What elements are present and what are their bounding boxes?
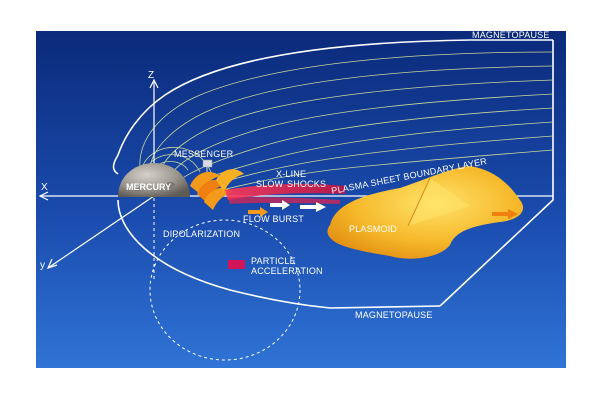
- z-arrow-head: [149, 78, 159, 89]
- field-lines: [139, 51, 554, 191]
- tail-flow-arrow: [300, 202, 326, 212]
- shocks-label: SHOCKS: [287, 179, 326, 189]
- mercury-crater: [134, 186, 142, 192]
- plasma-sheet-band: [225, 183, 345, 200]
- plasmoid-escape-arrow: [492, 209, 518, 219]
- mercury-crater: [165, 182, 175, 188]
- dipolarization-label: DIPOLARIZATION: [163, 229, 240, 239]
- flow-burst-arrow: [248, 207, 268, 217]
- messenger-label: MESSENGER: [174, 149, 234, 159]
- plasmoid-label: PLASMOID: [349, 224, 397, 234]
- x-axis-label: X: [41, 182, 48, 193]
- plasmoid-edge: [407, 177, 431, 227]
- plasma-sheet-lower-band: [228, 197, 340, 204]
- particle-acceleration-label-line1: PARTICLE: [251, 256, 296, 266]
- plasmoid-fold: [408, 178, 470, 226]
- x-arrow-head: [38, 191, 49, 201]
- y-axis-line: [47, 195, 155, 269]
- magnetopause-upper-boundary: [112, 39, 553, 175]
- dipolarization-front: [190, 169, 244, 210]
- magnetopause-lower-boundary: [117, 199, 441, 309]
- dashed-field-loop: [149, 219, 301, 361]
- magnetopause-bottom-label: MAGNETOPAUSE: [355, 310, 433, 320]
- slow-label: SLOW: [256, 179, 284, 189]
- y-arrow-head: [46, 258, 58, 269]
- particle-acceleration-label-line2: ACCELERATION: [251, 266, 323, 276]
- y-axis-label: y: [40, 260, 45, 271]
- flow-burst-arrow: [270, 200, 290, 210]
- flow-burst-label: FLOW BURST: [243, 214, 304, 224]
- mercury-label: MERCURY: [126, 182, 171, 192]
- tail-plane-edge: [439, 40, 554, 307]
- z-axis-label: Z: [148, 70, 154, 81]
- particle-acceleration-icon: [228, 260, 245, 269]
- x-line-label: X-LINE: [276, 169, 306, 179]
- magnetopause-top-label: MAGNETOPAUSE: [472, 30, 550, 40]
